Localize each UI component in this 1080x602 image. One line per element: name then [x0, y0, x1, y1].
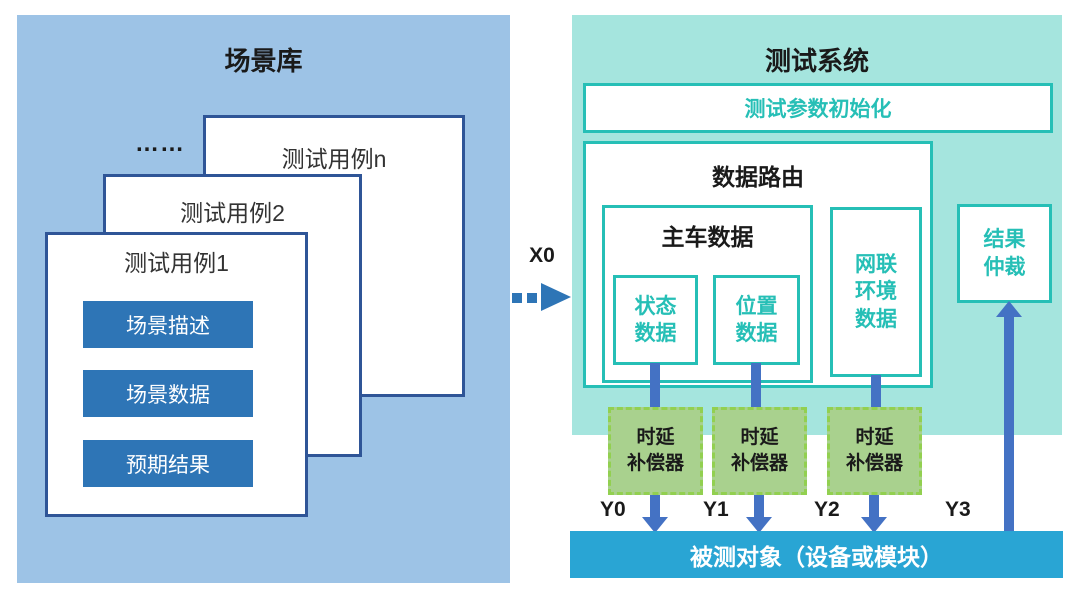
delay-compensator-3-box: 时延 补偿器 — [827, 407, 922, 495]
y2-label: Y2 — [814, 498, 840, 521]
x0-label: X0 — [529, 244, 555, 267]
y3-arrowhead-icon — [996, 301, 1022, 317]
scenario-library-title: 场景库 — [224, 46, 303, 76]
delay-compensator-2-box: 时延 补偿器 — [712, 407, 807, 495]
y1-label: Y1 — [703, 498, 729, 521]
y1-arrow-stem — [754, 495, 764, 518]
y3-arrow-stem — [1004, 317, 1014, 531]
position-data-connector — [751, 363, 761, 407]
x0-arrowhead-icon — [541, 283, 571, 311]
test-param-init-label: 测试参数初始化 — [744, 98, 892, 121]
state-data-box: 状态 数据 — [613, 275, 698, 365]
network-env-data-box: 网联 环境 数据 — [830, 207, 922, 377]
host-vehicle-data-title: 主车数据 — [661, 224, 754, 250]
result-arbitration-box: 结果 仲裁 — [957, 204, 1052, 303]
y1-arrowhead-icon — [746, 517, 772, 533]
y2-arrow-stem — [869, 495, 879, 518]
state-data-connector — [650, 363, 660, 407]
y2-arrowhead-icon — [861, 517, 887, 533]
device-under-test-bar: 被测对象（设备或模块） — [570, 531, 1063, 578]
test-param-init-box: 测试参数初始化 — [583, 83, 1053, 133]
test-case-2-label: 测试用例2 — [180, 200, 285, 226]
position-data-box: 位置 数据 — [713, 275, 800, 365]
y0-label: Y0 — [600, 498, 626, 521]
host-vehicle-data-box: 主车数据 状态 数据 位置 数据 — [602, 205, 813, 383]
y0-arrowhead-icon — [642, 517, 668, 533]
y3-label: Y3 — [945, 498, 971, 521]
test-system-panel: 测试系统 测试参数初始化 数据路由 主车数据 状态 数据 位置 数据 网联 环境… — [572, 15, 1062, 435]
more-cases-ellipsis: …… — [135, 130, 185, 157]
scenario-description-box: 场景描述 — [83, 301, 253, 348]
y0-arrow-stem — [650, 495, 660, 518]
test-case-n-label: 测试用例n — [281, 146, 387, 172]
x0-dashed-arrow-icon — [512, 283, 572, 311]
x0-arrow-dash — [512, 293, 522, 303]
network-env-connector — [871, 375, 881, 407]
scenario-library-panel: 场景库 测试用例n …… 测试用例2 测试用例1 场景描述 场景数据 预期结果 — [17, 15, 510, 583]
test-system-title: 测试系统 — [764, 46, 869, 76]
x0-arrow-dash — [527, 293, 537, 303]
delay-compensator-1-box: 时延 补偿器 — [608, 407, 703, 495]
data-router-box: 数据路由 主车数据 状态 数据 位置 数据 网联 环境 数据 — [583, 141, 933, 388]
expected-result-box: 预期结果 — [83, 440, 253, 487]
test-case-1-card: 测试用例1 场景描述 场景数据 预期结果 — [45, 232, 308, 517]
scenario-data-box: 场景数据 — [83, 370, 253, 417]
test-case-1-label: 测试用例1 — [124, 250, 229, 276]
data-router-title: 数据路由 — [712, 164, 804, 190]
